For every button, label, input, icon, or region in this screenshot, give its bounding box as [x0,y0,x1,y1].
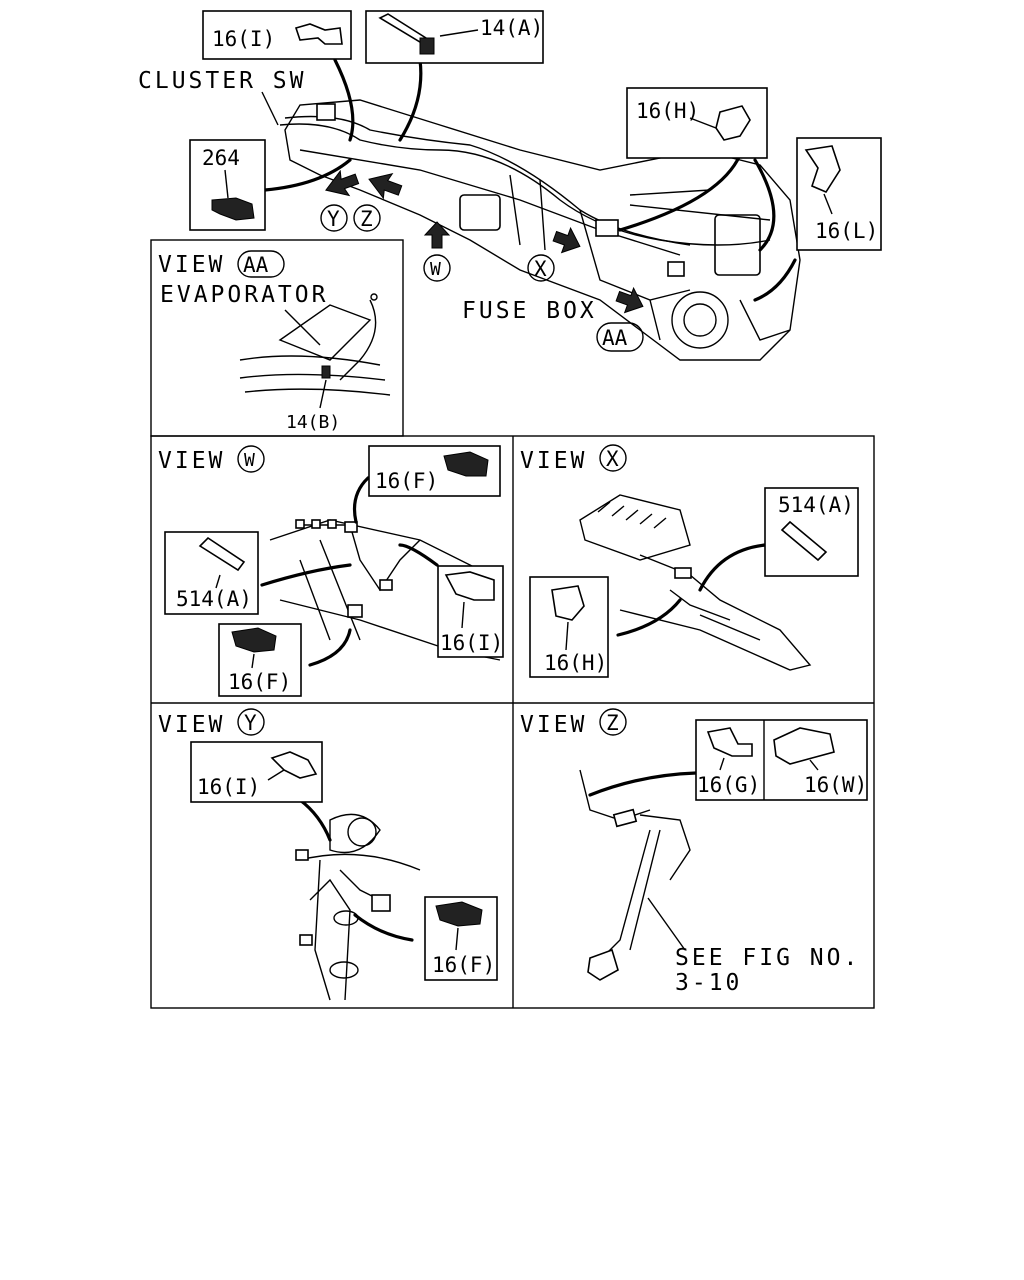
callout-14a: 14(A) [365,10,544,64]
clip-16i-icon [294,23,343,45]
sleeve-514a-icon [780,520,828,562]
callout-label: 16(L) [815,219,878,243]
clip-16l-icon [804,145,841,194]
svg-text:16(F): 16(F) [432,953,495,977]
callout-16g-16w: 16(G) 16(W) [695,719,868,801]
svg-text:W: W [430,259,441,280]
callout-label: 16(H) [636,99,699,123]
view-y-id: Y [244,711,257,735]
connector-264-icon [211,197,255,221]
callout-16h-x: 16(H) [529,576,609,678]
svg-text:Y: Y [327,207,340,231]
callout-16f-w-top: 16(F) [368,445,501,497]
clip-16f-icon [231,627,277,653]
svg-text:514(A): 514(A) [176,587,252,611]
view-arrows [325,169,644,314]
svg-text:16(I): 16(I) [197,775,260,799]
clip-16h-icon [715,105,751,141]
clip-16f-icon [435,901,483,927]
clip-16g-icon [706,727,753,757]
see-fig-number: 3-10 [675,970,742,996]
view-y-panel: VIEW Y 16(I) 16(F) [158,708,498,1001]
callout-label: 16(I) [212,27,275,51]
panel-grid [150,239,875,1009]
view-y-heading: VIEW [158,712,225,738]
view-aa-panel: VIEW AA EVAPORATOR 14(B) [158,250,391,433]
callout-514a-w: 514(A) [164,531,259,615]
dashboard-harness-overview [279,99,801,361]
view-z-heading: VIEW [520,712,587,738]
svg-text:16(G): 16(G) [697,773,760,797]
svg-text:AA: AA [602,326,628,350]
clip-16h-icon [551,585,585,621]
view-w-id: W [244,450,255,471]
clip-16i-icon [444,571,495,601]
callout-264: 264 [189,139,266,231]
sleeve-514a-icon [198,536,246,572]
callout-16f-y: 16(F) [424,896,498,981]
view-x-heading: VIEW [520,448,587,474]
callout-label: 14(A) [480,16,543,40]
view-z-panel: VIEW Z 16(G) 16(W) SEE FIG NO. 3-10 [520,708,868,996]
callout-16f-w-bottom: 16(F) [218,623,302,697]
view-w-panel: VIEW W 16(F) 514(A) 16(I) [158,445,504,697]
callout-514a-x: 514(A) [764,487,859,577]
view-x-id: X [606,447,619,471]
view-z-id: Z [606,711,619,735]
callout-16i-top: 16(I) [202,10,352,60]
view-marker-aa: AA [596,322,644,352]
clip-16f-icon [443,451,489,477]
svg-text:16(F): 16(F) [375,469,438,493]
callout-label: 264 [202,146,240,170]
view-aa-heading: VIEW [158,252,225,278]
view-marker-y: Y [320,204,348,232]
callout-16h-top: 16(H) [626,87,768,159]
callout-16l: 16(L) [796,137,882,251]
svg-text:16(I): 16(I) [440,631,503,655]
view-x-panel: VIEW X 514(A) 16(H) [520,444,859,678]
svg-text:X: X [534,257,547,281]
evaporator-label: EVAPORATOR [160,282,328,308]
view-marker-w: W [423,254,451,282]
view-marker-z: Z [353,204,381,232]
cluster-sw-label: CLUSTER SW [138,68,306,94]
svg-text:16(F): 16(F) [228,670,291,694]
callout-16i-w: 16(I) [437,565,504,658]
leader-lines [263,58,797,302]
see-fig-label: SEE FIG NO. [675,945,860,971]
part-14b-label: 14(B) [286,412,340,433]
svg-text:514(A): 514(A) [778,493,854,517]
view-w-heading: VIEW [158,448,225,474]
svg-text:Z: Z [360,207,373,231]
svg-text:16(W): 16(W) [804,773,867,797]
view-aa-id: AA [243,253,269,277]
clip-16w-icon [773,727,835,765]
svg-text:16(H): 16(H) [544,651,607,675]
fuse-box-label: FUSE BOX [462,298,597,324]
view-marker-x: X [527,254,555,282]
callout-16i-y: 16(I) [190,741,323,803]
